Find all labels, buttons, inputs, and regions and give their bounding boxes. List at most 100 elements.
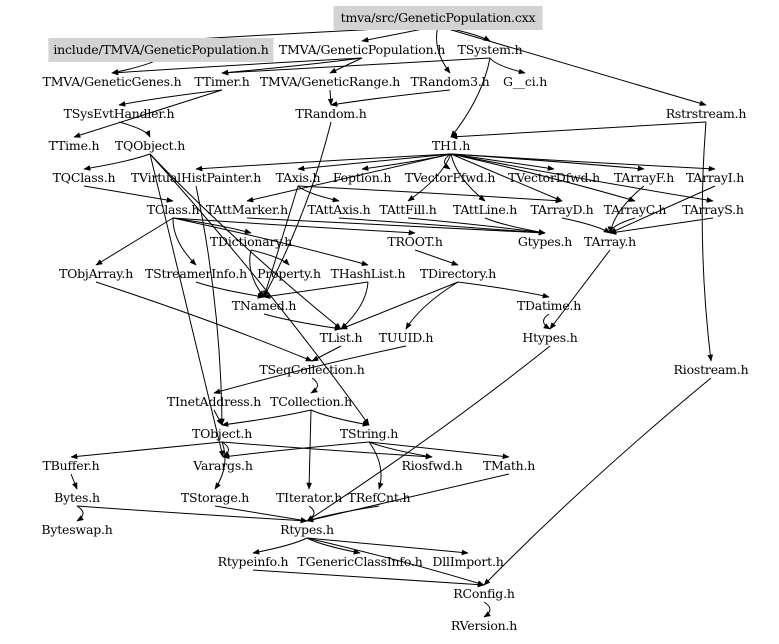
node-htypes[interactable]: Htypes.h	[522, 330, 578, 345]
edge-gp-to-grange	[329, 57, 363, 74]
edge-tarrays-to-tarray	[609, 217, 714, 235]
edge-tqobject-to-tlist	[149, 153, 342, 330]
edge-tstring-to-riosfwd	[368, 441, 433, 459]
edge-th1-to-taxis	[297, 153, 452, 172]
node-tuuid[interactable]: TUUID.h	[378, 330, 434, 345]
edge-tclass-to-thashlist	[172, 217, 369, 267]
node-tdirectory[interactable]: TDirectory.h	[419, 266, 497, 281]
edge-tarrayi-to-tarray	[609, 185, 716, 234]
node-tvhp[interactable]: TVirtualHistPainter.h	[130, 170, 262, 185]
edge-troot-to-tdirectory	[414, 249, 459, 266]
edge-tcollection-to-tobject	[221, 409, 312, 427]
edge-tcollection-to-titerator	[306, 409, 312, 490]
node-titerator[interactable]: TIterator.h	[275, 490, 343, 505]
node-rconfig[interactable]: RConfig.h	[453, 586, 515, 601]
node-dllimport[interactable]: DllImport.h	[432, 554, 504, 569]
node-tattmarker[interactable]: TAttMarker.h	[206, 202, 288, 217]
node-grange[interactable]: TMVA/GeneticRange.h	[259, 74, 401, 89]
node-tmath[interactable]: TMath.h	[482, 458, 536, 473]
edge-trandom3-to-trandom	[330, 89, 451, 107]
node-tqclass[interactable]: TQClass.h	[52, 170, 116, 185]
node-tnamed[interactable]: TNamed.h	[231, 298, 297, 313]
edge-th1-to-tvhp	[195, 153, 452, 172]
node-tlist[interactable]: TList.h	[319, 330, 363, 345]
edge-thashlist-to-tlist	[340, 281, 369, 330]
node-tseqcoll[interactable]: TSeqCollection.h	[259, 362, 365, 377]
node-tdatime[interactable]: TDatime.h	[516, 298, 582, 313]
edge-tdirectory-to-tuuid	[405, 281, 459, 330]
node-ttimer[interactable]: TTimer.h	[194, 74, 250, 89]
node-tstreamerinfo[interactable]: TStreamerInfo.h	[145, 266, 247, 281]
node-tqobject[interactable]: TQObject.h	[114, 138, 186, 153]
edge-root-to-rstrstream	[437, 25, 707, 106]
edge-taxis-to-tarrayd	[297, 185, 563, 204]
edge-rstrstream-to-th1	[450, 121, 707, 140]
edge-ttimer-to-tsysevt	[118, 89, 223, 107]
edge-tqobject-to-varargs	[149, 153, 225, 458]
edge-gp-to-ttimer	[221, 57, 363, 76]
node-riostream[interactable]: Riostream.h	[673, 362, 749, 377]
node-th1[interactable]: TH1.h	[431, 138, 471, 153]
node-tarrayf[interactable]: TArrayF.h	[613, 170, 675, 185]
node-tcollection[interactable]: TCollection.h	[270, 394, 352, 409]
edge-rtypes-to-rtypeinfo	[252, 537, 308, 555]
node-rstrstream[interactable]: Rstrstream.h	[665, 106, 747, 121]
node-varargs[interactable]: Varargs.h	[193, 458, 253, 473]
node-thashlist[interactable]: THashList.h	[330, 266, 406, 281]
node-tvdf[interactable]: TVectorDfwd.h	[508, 170, 600, 185]
node-troot[interactable]: TROOT.h	[387, 234, 443, 249]
node-tgci[interactable]: TGenericClassInfo.h	[297, 554, 423, 569]
node-tsystem[interactable]: TSystem.h	[457, 42, 523, 57]
node-tarrayi[interactable]: TArrayI.h	[685, 170, 745, 185]
node-gp[interactable]: TMVA/GeneticPopulation.h	[278, 42, 446, 57]
node-foption[interactable]: Foption.h	[332, 170, 392, 185]
edge-riostream-to-rconfig	[483, 377, 712, 586]
node-ggenes[interactable]: TMVA/GeneticGenes.h	[42, 74, 182, 89]
node-tinetaddr[interactable]: TInetAddress.h	[166, 394, 262, 409]
node-tarray[interactable]: TArray.h	[584, 234, 636, 249]
node-tattline[interactable]: TAttLine.h	[452, 202, 518, 217]
node-riosfwd[interactable]: Riosfwd.h	[401, 458, 463, 473]
node-tobject[interactable]: TObject.h	[191, 426, 253, 441]
node-tobjarray[interactable]: TObjArray.h	[58, 266, 134, 281]
node-rversion[interactable]: RVersion.h	[450, 618, 518, 633]
edge-th1-to-tarrayc	[450, 153, 636, 202]
edge-rtypeinfo-to-rconfig	[252, 569, 485, 588]
node-root[interactable]: tmva/src/GeneticPopulation.cxx	[333, 6, 543, 30]
node-gci[interactable]: G__ci.h	[502, 74, 548, 89]
node-tarrayd[interactable]: TArrayD.h	[530, 202, 594, 217]
node-tstorage[interactable]: TStorage.h	[180, 490, 250, 505]
edge-tstreamerinfo-to-tnamed	[195, 281, 265, 299]
edge-rtypes-to-tgci	[306, 537, 361, 555]
node-tattfill[interactable]: TAttFill.h	[379, 202, 437, 217]
node-tsysevt[interactable]: TSysEvtHandler.h	[63, 106, 175, 121]
edge-th1-to-tvff	[443, 153, 452, 170]
node-tarrayc[interactable]: TArrayC.h	[603, 202, 667, 217]
node-byteswap[interactable]: Byteswap.h	[41, 522, 113, 537]
node-gtypes[interactable]: Gtypes.h	[517, 234, 573, 249]
edge-th1-to-tarrays	[450, 153, 714, 203]
node-rtypes[interactable]: Rtypes.h	[280, 522, 334, 537]
node-tvff[interactable]: TVectorFfwd.h	[404, 170, 496, 185]
node-ttime[interactable]: TTime.h	[48, 138, 100, 153]
node-tdictionary[interactable]: TDictionary.h	[209, 234, 293, 249]
node-trandom3[interactable]: TRandom3.h	[410, 74, 490, 89]
edge-rstrstream-to-riostream	[701, 121, 714, 362]
node-trefcnt[interactable]: TRefCnt.h	[347, 490, 411, 505]
node-tattaxis[interactable]: TAttAxis.h	[307, 202, 371, 217]
node-rtypeinfo[interactable]: Rtypeinfo.h	[217, 554, 289, 569]
edge-tarrayd-to-tarray	[561, 217, 611, 234]
node-taxis[interactable]: TAxis.h	[275, 170, 321, 185]
edge-tdatime-to-htypes	[543, 313, 551, 330]
node-tstring[interactable]: TString.h	[339, 426, 399, 441]
edge-tstring-to-tmath	[368, 441, 510, 460]
node-trandom[interactable]: TRandom.h	[295, 106, 367, 121]
node-tclass[interactable]: TClass.h	[146, 202, 200, 217]
node-tbuffer[interactable]: TBuffer.h	[42, 458, 100, 473]
node-property[interactable]: Property.h	[257, 266, 321, 281]
node-tarrays[interactable]: TArrayS.h	[682, 202, 744, 217]
node-bytes[interactable]: Bytes.h	[54, 490, 100, 505]
node-incgp[interactable]: include/TMVA/GeneticPopulation.h	[48, 38, 274, 62]
edge-tqclass-to-tclass	[83, 185, 174, 203]
edge-tuuid-to-tinetaddr	[213, 345, 407, 394]
